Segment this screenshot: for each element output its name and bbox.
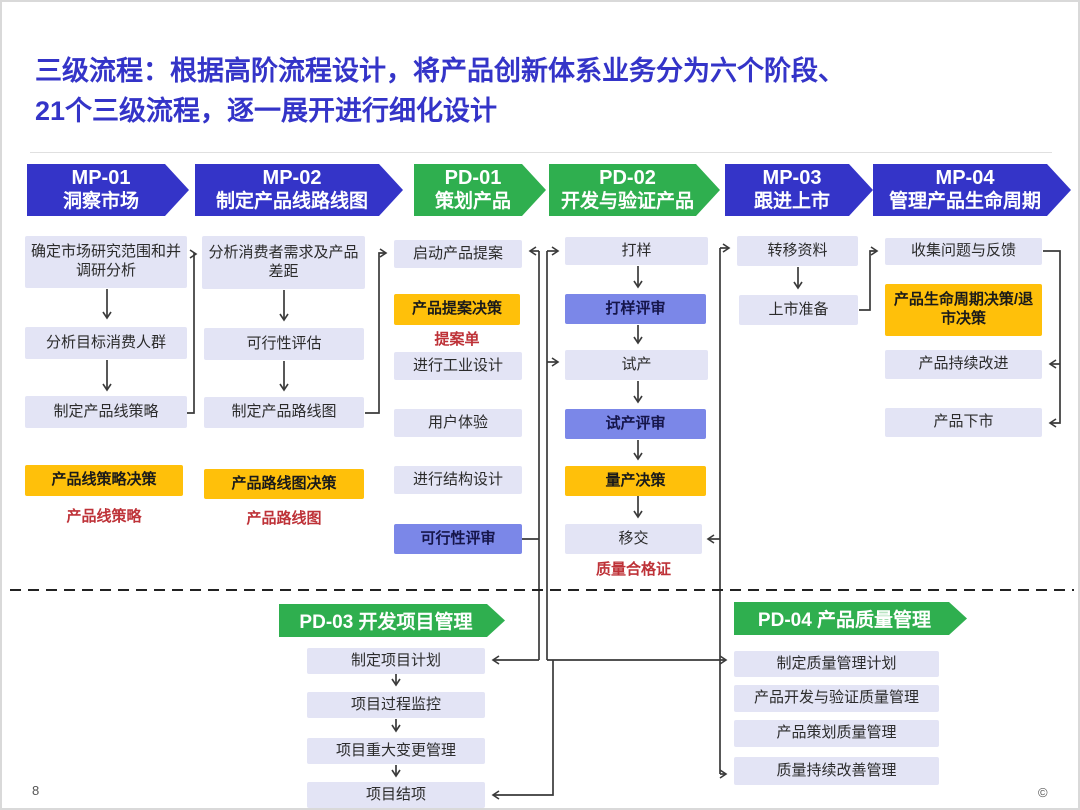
step-box-start-product-proposal: 启动产品提案 bbox=[394, 240, 522, 268]
step-box-continuous-quality-improvement: 质量持续改善管理 bbox=[734, 757, 939, 785]
phase-code: MP-02 bbox=[262, 167, 322, 189]
step-box-define-market-research: 确定市场研究范围和并调研分析 bbox=[25, 236, 187, 288]
section-banner-pd04: PD-04 产品质量管理 bbox=[734, 602, 967, 635]
phase-code: MP-01 bbox=[71, 167, 131, 189]
step-box-major-change-management: 项目重大变更管理 bbox=[307, 738, 485, 764]
section-banner-pd03: PD-03 开发项目管理 bbox=[279, 604, 505, 637]
phase-banner-mp01: MP-01 洞察市场 bbox=[27, 164, 189, 216]
phase-code: MP-04 bbox=[935, 167, 995, 189]
output-label-product-roadmap: 产品路线图 bbox=[246, 510, 322, 527]
copyright-mark: © bbox=[1038, 785, 1048, 800]
phase-code: MP-03 bbox=[762, 167, 822, 189]
review-box-sample-review: 打样评审 bbox=[565, 294, 706, 324]
decision-box-product-roadmap: 产品路线图决策 bbox=[204, 469, 364, 499]
decision-box-product-line-strategy: 产品线策略决策 bbox=[25, 465, 183, 496]
decision-box-lifecycle-exit: 产品生命周期决策/退市决策 bbox=[885, 284, 1042, 336]
page-title: 三级流程：根据高阶流程设计，将产品创新体系业务分为六个阶段、 21个三级流程，逐… bbox=[35, 52, 1055, 132]
step-box-dev-verification-quality: 产品开发与验证质量管理 bbox=[734, 685, 939, 712]
output-label-quality-certificate: 质量合格证 bbox=[595, 561, 671, 578]
step-box-sampling: 打样 bbox=[565, 237, 708, 265]
step-box-analyze-consumer-needs: 分析消费者需求及产品差距 bbox=[202, 236, 365, 289]
phase-name: 跟进上市 bbox=[753, 190, 830, 212]
output-label-product-line-strategy: 产品线策略 bbox=[66, 508, 142, 525]
step-box-planning-quality: 产品策划质量管理 bbox=[734, 720, 939, 747]
review-box-feasibility-review: 可行性评审 bbox=[394, 524, 522, 554]
step-box-user-experience: 用户体验 bbox=[394, 409, 522, 437]
step-box-transfer-materials: 转移资料 bbox=[737, 236, 858, 266]
step-box-project-closure: 项目结项 bbox=[307, 782, 485, 808]
phase-code: PD-02 bbox=[599, 167, 656, 189]
title-line-2: 21个三级流程，逐一展开进行细化设计 bbox=[35, 95, 498, 126]
decision-box-mass-production: 量产决策 bbox=[565, 466, 706, 496]
phase-name: 策划产品 bbox=[434, 190, 511, 212]
phase-name: 制定产品线路线图 bbox=[215, 190, 368, 212]
step-box-structural-design: 进行结构设计 bbox=[394, 466, 522, 494]
step-box-feasibility-assessment: 可行性评估 bbox=[204, 328, 364, 360]
step-box-make-quality-plan: 制定质量管理计划 bbox=[734, 651, 939, 677]
step-box-make-project-plan: 制定项目计划 bbox=[307, 648, 485, 674]
phase-banner-mp03: MP-03 跟进上市 bbox=[725, 164, 873, 216]
phase-banner-pd01: PD-01 策划产品 bbox=[414, 164, 546, 216]
output-label-proposal-form: 提案单 bbox=[434, 331, 480, 348]
step-box-product-delisting: 产品下市 bbox=[885, 408, 1042, 437]
phase-name: 洞察市场 bbox=[62, 190, 139, 212]
step-box-continuous-improvement: 产品持续改进 bbox=[885, 350, 1042, 379]
phase-banner-pd02: PD-02 开发与验证产品 bbox=[549, 164, 720, 216]
phase-code: PD-01 bbox=[444, 167, 502, 189]
title-line-1: 三级流程：根据高阶流程设计，将产品创新体系业务分为六个阶段、 bbox=[35, 56, 845, 86]
step-box-collect-issues-feedback: 收集问题与反馈 bbox=[885, 238, 1042, 265]
phase-banner-mp04: MP-04 管理产品生命周期 bbox=[873, 164, 1071, 216]
phase-name: 开发与验证产品 bbox=[560, 190, 694, 212]
page-number: 8 bbox=[32, 783, 40, 798]
phase-name: 管理产品生命周期 bbox=[888, 190, 1041, 212]
step-box-analyze-target-consumers: 分析目标消费人群 bbox=[25, 327, 187, 359]
decision-box-product-proposal: 产品提案决策 bbox=[394, 294, 520, 325]
step-box-trial-production: 试产 bbox=[565, 350, 708, 380]
step-box-handover: 移交 bbox=[565, 524, 702, 554]
step-box-launch-preparation: 上市准备 bbox=[739, 295, 858, 325]
step-box-industrial-design: 进行工业设计 bbox=[394, 352, 522, 380]
step-box-project-process-monitoring: 项目过程监控 bbox=[307, 692, 485, 718]
step-box-make-product-line-strategy: 制定产品线策略 bbox=[25, 396, 187, 428]
phase-banner-mp02: MP-02 制定产品线路线图 bbox=[195, 164, 403, 216]
review-box-trial-production-review: 试产评审 bbox=[565, 409, 706, 439]
step-box-make-product-roadmap: 制定产品路线图 bbox=[204, 397, 364, 428]
title-divider bbox=[30, 152, 1052, 153]
